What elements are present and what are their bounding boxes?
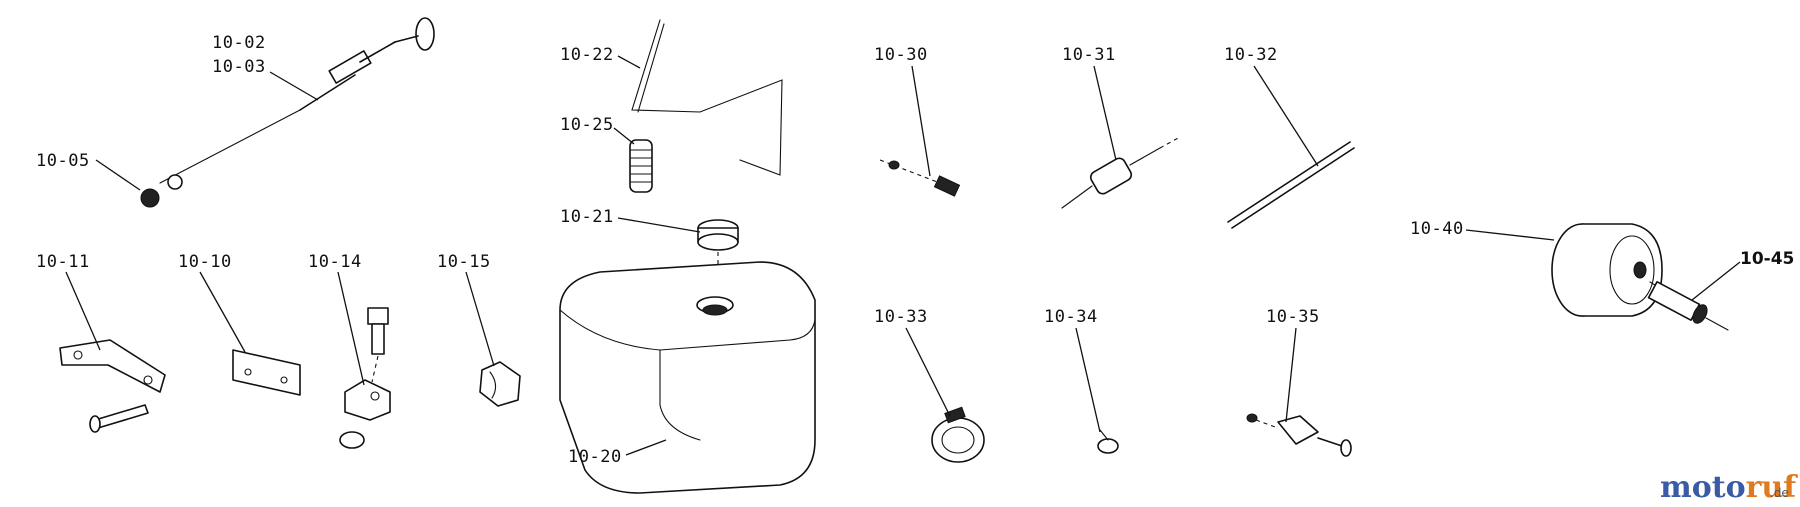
spring-10-25-part — [629, 139, 653, 193]
plate-10-10-part — [232, 349, 301, 396]
fuel-tank-10-20-part — [559, 261, 816, 494]
clip-bolt-10-35-part — [1246, 413, 1352, 457]
label-10-40: 10-40 — [1410, 219, 1464, 239]
watermark-tld: .de — [1770, 486, 1789, 500]
watermark-part-b: ruf — [1746, 470, 1799, 505]
watermark-part-a: moto — [1660, 470, 1746, 505]
fuel-line-10-32-part — [1227, 141, 1355, 229]
label-10-02: 10-02 — [212, 33, 266, 53]
control-cable-part — [140, 17, 435, 208]
watermark-logo: motoruf .de — [1660, 470, 1798, 505]
label-10-21: 10-21 — [560, 207, 614, 227]
leader-10-03 — [269, 71, 319, 101]
leader-10-14 — [337, 271, 365, 386]
leader-10-35 — [1285, 327, 1297, 423]
label-10-15: 10-15 — [437, 252, 491, 272]
leader-10-21 — [617, 217, 701, 233]
label-10-11: 10-11 — [36, 252, 90, 272]
label-10-32: 10-32 — [1224, 45, 1278, 65]
label-10-35: 10-35 — [1266, 307, 1320, 327]
label-10-45: 10-45 — [1740, 249, 1794, 269]
label-10-20: 10-20 — [568, 447, 622, 467]
leader-10-05 — [95, 159, 141, 191]
leader-10-15 — [465, 271, 495, 367]
fuel-cap-10-21-part — [697, 219, 739, 290]
leader-10-30 — [911, 65, 931, 177]
label-10-31: 10-31 — [1062, 45, 1116, 65]
leader-10-32 — [1253, 65, 1319, 167]
label-10-14: 10-14 — [308, 252, 362, 272]
label-10-30: 10-30 — [874, 45, 928, 65]
shaft-10-45-part — [1647, 280, 1729, 331]
leader-10-31 — [1093, 65, 1117, 161]
leader-10-22 — [617, 55, 641, 69]
valve-10-30-part — [879, 159, 961, 197]
label-10-34: 10-34 — [1044, 307, 1098, 327]
bolt-clamp-10-14-part — [339, 307, 391, 449]
leader-10-40 — [1465, 229, 1555, 241]
label-10-05: 10-05 — [36, 151, 90, 171]
leader-10-33 — [905, 327, 951, 417]
bracket-10-11-part — [59, 339, 166, 433]
clip-10-15-part — [479, 361, 521, 407]
small-clip-10-34-part — [1097, 429, 1119, 454]
leader-10-25 — [613, 127, 635, 145]
strap-10-22-part — [631, 19, 783, 176]
leader-10-45 — [1691, 261, 1741, 301]
svg-text:motoruf: motoruf — [1660, 470, 1798, 505]
fuel-filter-10-31-part — [1061, 136, 1181, 209]
label-10-33: 10-33 — [874, 307, 928, 327]
leader-10-10 — [199, 271, 246, 353]
leader-10-34 — [1075, 327, 1101, 433]
reel-10-40-part — [1551, 223, 1681, 317]
leader-10-11 — [65, 271, 101, 351]
leader-10-20 — [625, 439, 667, 456]
hose-clamp-10-33-part — [931, 406, 985, 463]
label-10-10: 10-10 — [178, 252, 232, 272]
label-10-03: 10-03 — [212, 57, 266, 77]
label-10-25: 10-25 — [560, 115, 614, 135]
label-10-22: 10-22 — [560, 45, 614, 65]
